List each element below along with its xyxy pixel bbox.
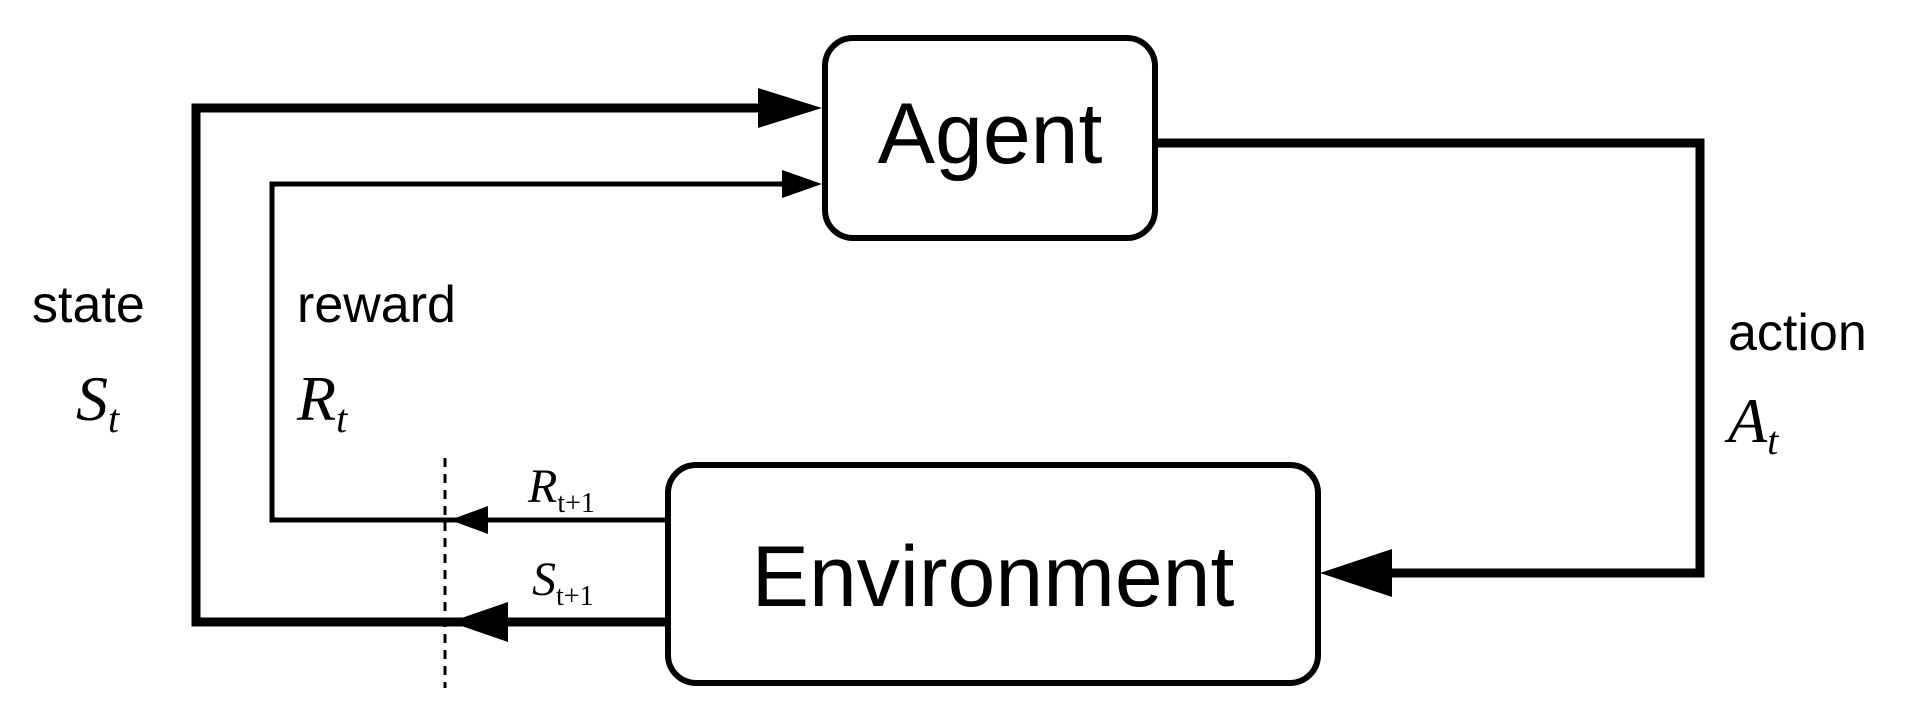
agent-box[interactable]: [822, 35, 1158, 241]
action-arrowhead: [1320, 549, 1392, 597]
next-state-arrowhead: [450, 602, 508, 642]
action-symbol: At: [1724, 385, 1779, 463]
next-reward-symbol: Rt+1: [527, 460, 595, 519]
state-symbol: St: [76, 363, 120, 441]
state-line: [191, 103, 762, 627]
action-line: [1158, 138, 1705, 578]
next-reward-arrowhead: [450, 506, 488, 534]
action-word: action: [1728, 304, 1867, 362]
reward-arrowhead: [782, 170, 822, 198]
agent-label: Agent: [878, 86, 1103, 182]
next-state-symbol: St+1: [532, 553, 594, 612]
environment-label: Environment: [752, 529, 1235, 625]
reward-symbol: Rt: [296, 363, 348, 441]
reward-word: reward: [297, 276, 456, 334]
state-arrowhead: [758, 88, 822, 128]
environment-box[interactable]: [665, 462, 1321, 686]
state-word: state: [32, 276, 145, 334]
